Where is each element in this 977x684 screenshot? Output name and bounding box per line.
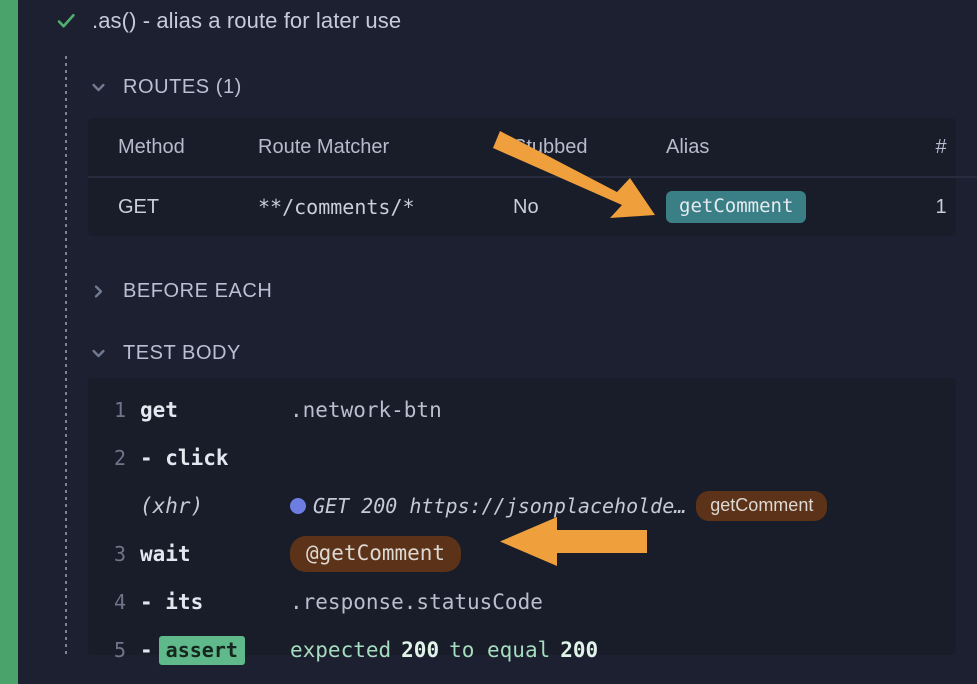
column-header-alias: Alias (666, 135, 710, 158)
log-entry-assert[interactable]: 5 - assert expected 200 to equal 200 (88, 626, 956, 674)
command-args: @getComment (290, 535, 956, 573)
section-header-routes[interactable]: ROUTES (1) (90, 76, 242, 99)
column-header-count: # (935, 135, 947, 158)
xhr-status-dot-icon (290, 497, 306, 514)
assert-expected-value: 200 (560, 638, 599, 662)
test-status-bar (0, 0, 18, 684)
command-name: get (140, 398, 178, 422)
chevron-right-icon (90, 283, 107, 300)
line-number: 3 (113, 542, 126, 566)
assert-dash: - (140, 638, 153, 662)
command-args: .response.statusCode (290, 590, 543, 614)
section-label-test-body: TEST BODY (123, 342, 241, 364)
log-entry-get[interactable]: 1 get .network-btn (88, 386, 956, 434)
chevron-down-icon (90, 79, 107, 96)
line-number: 2 (113, 446, 126, 470)
section-header-before-each[interactable]: BEFORE EACH (90, 280, 272, 303)
test-title-row[interactable]: .as() - alias a route for later use (56, 8, 401, 34)
log-entry-wait[interactable]: 3 wait @getComment (88, 530, 956, 578)
line-number: 4 (113, 590, 126, 614)
command-name: - its (140, 590, 204, 614)
routes-table: Method Route Matcher Stubbed Alias # GET… (88, 118, 977, 236)
table-row[interactable]: GET **/comments/* No getComment 1 (88, 176, 977, 236)
routes-panel: Method Route Matcher Stubbed Alias # GET… (88, 118, 977, 236)
section-label-before-each: BEFORE EACH (123, 280, 273, 302)
command-args: expected 200 to equal 200 (290, 638, 956, 662)
page-title: .as() - alias a route for later use (92, 8, 402, 33)
assert-expected-label: expected (290, 638, 392, 662)
assert-actual-value: 200 (401, 638, 440, 662)
log-entry-xhr[interactable]: (xhr) GET 200 https://jsonplaceholde… ge… (88, 482, 956, 530)
table-header-row: Method Route Matcher Stubbed Alias # (88, 118, 977, 177)
routes-alias-badge[interactable]: getComment (666, 190, 807, 224)
cell-route-matcher: **/comments/* (258, 176, 513, 236)
column-header-matcher: Route Matcher (258, 135, 390, 158)
line-number: 1 (113, 398, 126, 422)
cell-method: GET (88, 176, 258, 236)
xhr-request-text: GET 200 https://jsonplaceholde… (313, 493, 687, 518)
cell-count: 1 (896, 176, 977, 236)
command-args: .network-btn (290, 398, 442, 422)
line-number: 5 (113, 638, 126, 662)
command-name: - assert (140, 635, 290, 665)
assert-badge: assert (158, 635, 245, 665)
section-label-routes: ROUTES (1) (123, 76, 242, 98)
log-entry-click[interactable]: 2 - click (88, 434, 956, 482)
section-header-test-body[interactable]: TEST BODY (90, 342, 241, 365)
column-header-method: Method (118, 135, 185, 158)
xhr-alias-badge[interactable]: getComment (696, 490, 828, 522)
test-body-command-log: 1 get .network-btn 2 - click (xhr) GET 2… (88, 378, 956, 665)
chevron-down-icon (90, 345, 107, 362)
assert-operator: to equal (449, 638, 551, 662)
command-args: GET 200 https://jsonplaceholde… getComme… (290, 490, 956, 522)
wait-alias-badge[interactable]: @getComment (290, 535, 462, 573)
nesting-guide-rail (65, 56, 67, 656)
cell-stubbed: No (513, 176, 666, 236)
command-name: wait (140, 542, 191, 566)
command-name: - click (140, 446, 229, 470)
check-icon (56, 11, 76, 31)
log-entry-its[interactable]: 4 - its .response.statusCode (88, 578, 956, 626)
column-header-stubbed: Stubbed (513, 135, 588, 158)
cell-alias: getComment (666, 176, 896, 236)
command-name: (xhr) (140, 494, 204, 518)
